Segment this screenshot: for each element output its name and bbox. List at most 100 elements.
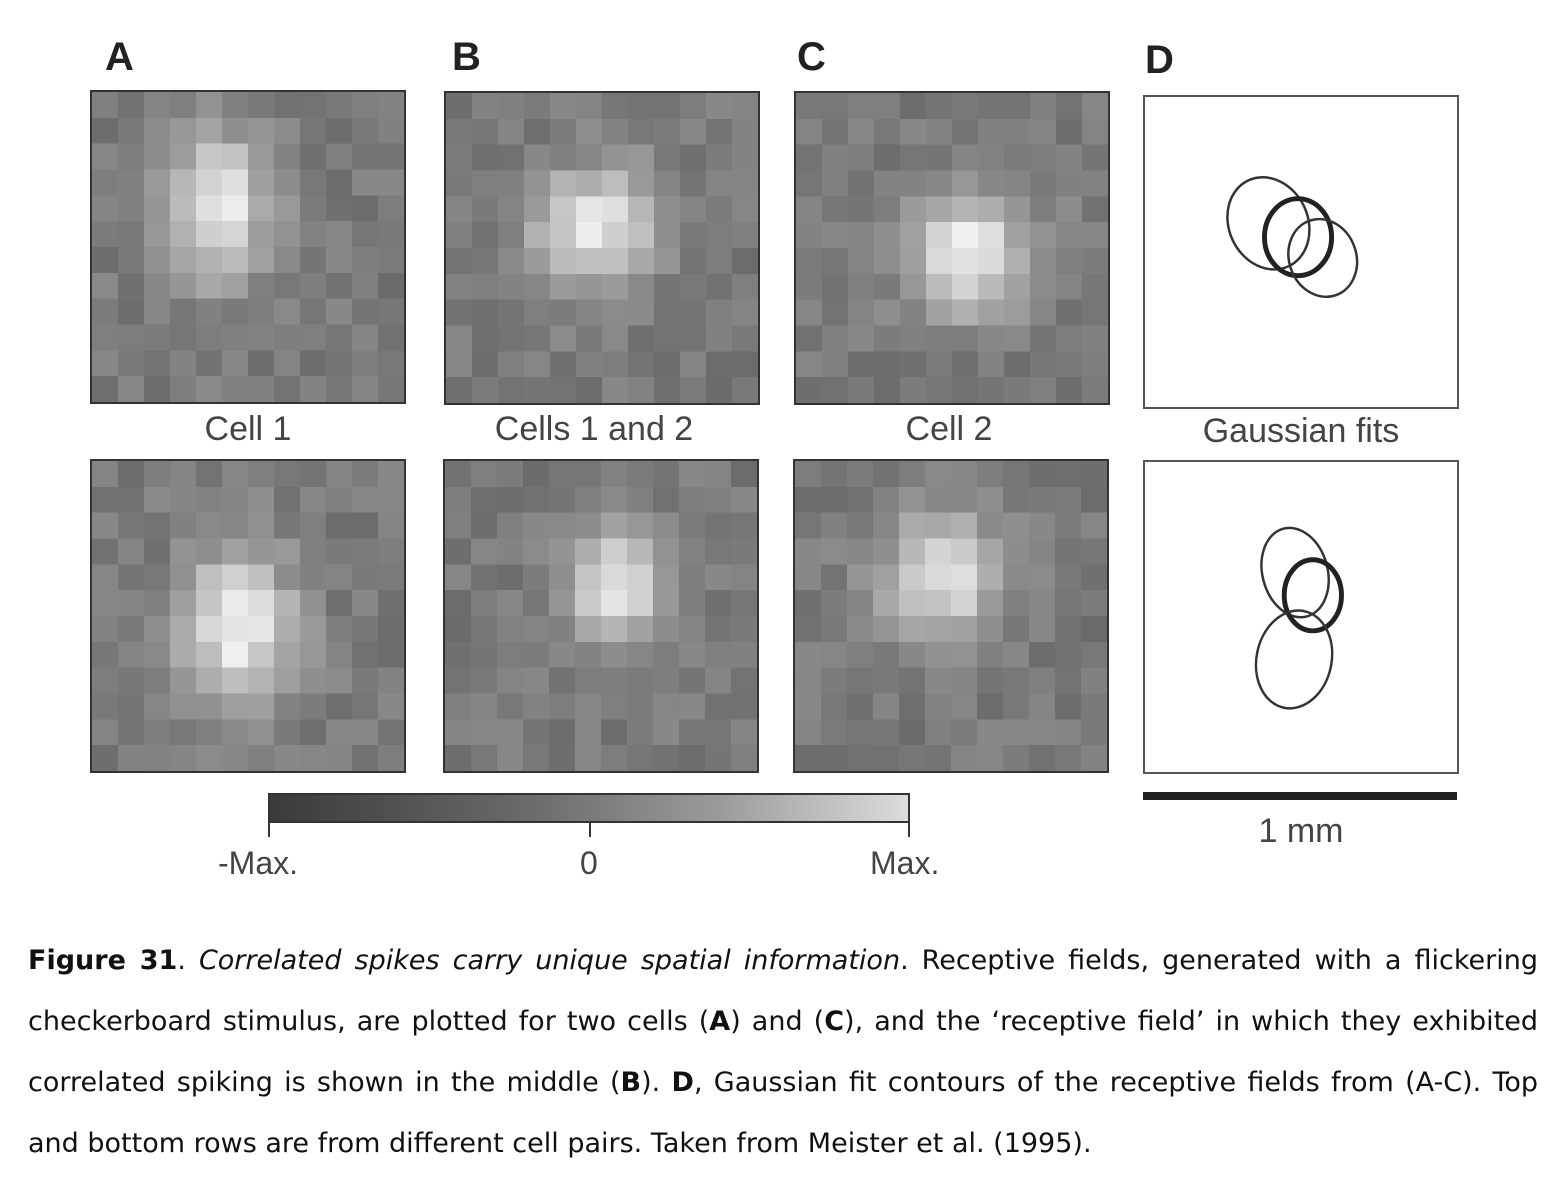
rf-pixel — [352, 616, 379, 643]
rf-pixel — [576, 273, 603, 301]
rf-pixel — [524, 118, 551, 146]
rf-pixel — [679, 486, 706, 514]
rf-pixel — [248, 169, 275, 196]
rf-pixel — [352, 641, 379, 669]
rf-pixel — [602, 222, 629, 249]
rf-pixel — [1055, 461, 1082, 488]
rf-pixel — [900, 93, 927, 120]
rf-pixel — [602, 273, 629, 301]
rf-pixel — [471, 538, 498, 565]
rf-pixel — [170, 195, 197, 222]
rf-pixel — [549, 590, 576, 617]
rf-pixel — [899, 719, 926, 746]
rf-pixel — [497, 719, 524, 746]
rf-pixel — [680, 118, 707, 146]
rf-pixel — [144, 693, 171, 720]
rf-pixel — [300, 616, 327, 643]
rf-pixel — [549, 461, 576, 488]
rf-pixel — [472, 222, 499, 249]
rf-pixel — [550, 144, 577, 172]
rf-pixel — [1056, 93, 1083, 120]
rf-pixel — [822, 325, 849, 352]
caption-ref-d: D — [671, 1067, 694, 1098]
rf-pixel — [248, 298, 275, 326]
rf-pixel — [926, 170, 953, 197]
rf-pixel — [653, 512, 680, 540]
rf-pixel — [248, 641, 275, 669]
rf-pixel — [628, 273, 655, 301]
rf-pixel — [679, 667, 706, 695]
rf-pixel — [170, 272, 197, 300]
rf-pixel — [446, 118, 473, 146]
rf-pixel — [248, 693, 275, 720]
rf-pixel — [952, 170, 979, 197]
colorbar-max-label: Max. — [870, 845, 940, 881]
rf-pixel — [874, 222, 901, 249]
rf-pixel — [925, 641, 952, 669]
receptive-field-bottom-c — [793, 459, 1109, 773]
rf-pixel — [1055, 590, 1082, 617]
rf-pixel — [196, 745, 223, 771]
rf-pixel — [144, 616, 171, 643]
rf-pixel — [352, 221, 379, 248]
rf-pixel — [1003, 719, 1030, 746]
rf-pixel — [378, 745, 404, 771]
rf-pixel — [654, 325, 681, 352]
rf-pixel — [378, 486, 404, 514]
rf-pixel — [795, 461, 822, 488]
rf-pixel — [248, 512, 275, 540]
rf-pixel — [523, 641, 550, 669]
caption-text: . Receptive fields, generated with a fli… — [28, 945, 1538, 1037]
rf-pixel — [795, 616, 822, 643]
rf-pixel — [352, 745, 379, 771]
rf-pixel — [550, 170, 577, 197]
rf-pixel — [445, 564, 472, 591]
rf-pixel — [628, 299, 655, 327]
rf-pixel — [654, 222, 681, 249]
rf-pixel — [170, 667, 197, 695]
rf-pixel — [796, 196, 823, 223]
rf-pixel — [445, 667, 472, 695]
rf-pixel — [326, 272, 353, 300]
rf-pixel — [951, 693, 978, 720]
caption-text: , Gaussian fit contours of the receptive… — [28, 1067, 1539, 1159]
rf-pixel — [1004, 248, 1031, 275]
rf-pixel — [952, 118, 979, 146]
rf-pixel — [248, 350, 275, 377]
rf-pixel — [952, 299, 979, 327]
rf-pixel — [1004, 273, 1031, 301]
rf-pixel — [602, 118, 629, 146]
rf-pixel — [326, 564, 353, 591]
rf-pixel — [822, 170, 849, 197]
rf-pixel — [731, 667, 757, 695]
rf-pixel — [679, 719, 706, 746]
rf-pixel — [731, 719, 757, 746]
rf-pixel — [978, 325, 1005, 352]
rf-pixel — [821, 641, 848, 669]
rf-pixel — [978, 118, 1005, 146]
rf-pixel — [680, 351, 707, 378]
rf-pixel — [92, 641, 119, 669]
rf-pixel — [705, 616, 732, 643]
rf-pixel — [977, 538, 1004, 565]
colorbar-tick-zero — [589, 823, 591, 837]
rf-pixel — [1030, 273, 1057, 301]
rf-pixel — [1081, 719, 1107, 746]
rf-pixel — [1029, 667, 1056, 695]
rf-pixel — [92, 169, 119, 196]
rf-pixel — [925, 512, 952, 540]
rf-pixel — [523, 719, 550, 746]
rf-pixel — [1081, 538, 1107, 565]
rf-pixel — [679, 616, 706, 643]
rf-pixel — [248, 590, 275, 617]
rf-pixel — [951, 641, 978, 669]
rf-pixel — [732, 273, 758, 301]
rf-pixel — [926, 196, 953, 223]
rf-pixel — [352, 117, 379, 145]
rf-pixel — [378, 221, 404, 248]
rf-pixel — [847, 590, 874, 617]
rf-pixel — [899, 564, 926, 591]
rf-pixel — [472, 325, 499, 352]
rf-pixel — [1082, 325, 1108, 352]
rf-pixel — [1081, 486, 1107, 514]
